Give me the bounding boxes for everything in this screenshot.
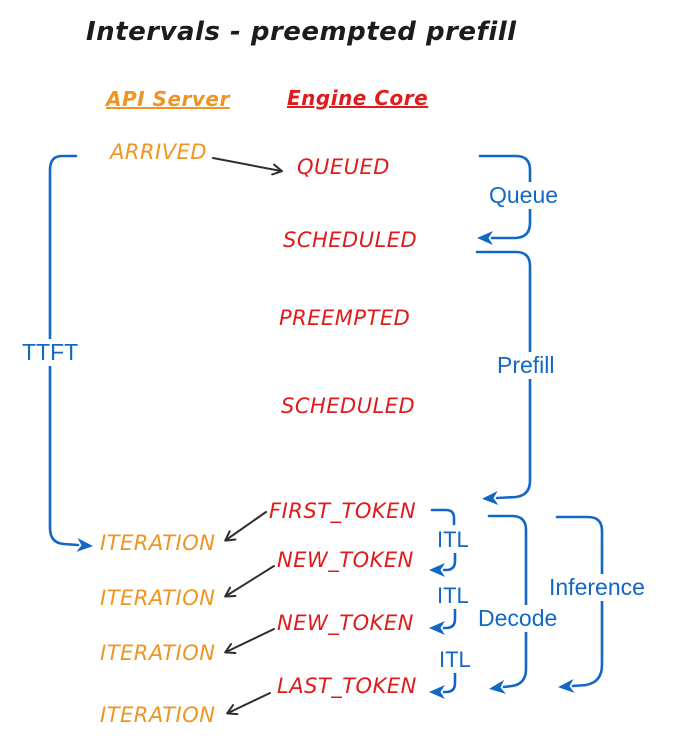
interval-itl-label-3: ITL	[435, 647, 475, 674]
arrow-arrived-queued	[212, 157, 283, 176]
interval-prefill-label: Prefill	[493, 352, 559, 380]
event-iteration-4: ITERATION	[100, 703, 216, 727]
arrow-newtoken2-iteration	[224, 628, 275, 655]
interval-itl-label-1: ITL	[433, 527, 473, 554]
event-iteration-1: ITERATION	[100, 531, 216, 555]
itl-bracket-open	[430, 508, 456, 526]
event-preempted: PREEMPTED	[279, 306, 411, 330]
itl-arrow-1	[429, 548, 457, 577]
interval-decode-label: Decode	[474, 605, 562, 633]
decode-bracket	[487, 514, 528, 694]
column-header-api-server: API Server	[106, 87, 230, 111]
arrow-firsttoken-iteration	[224, 511, 267, 542]
event-first-token: FIRST_TOKEN	[269, 499, 417, 523]
event-iteration-3: ITERATION	[100, 641, 216, 665]
inference-bracket	[555, 515, 604, 693]
itl-arrow-2	[429, 604, 457, 635]
interval-itl-label-2: ITL	[433, 583, 473, 610]
interval-queue-label: Queue	[485, 182, 563, 210]
event-queued: QUEUED	[297, 155, 390, 179]
event-last-token: LAST_TOKEN	[277, 674, 417, 698]
itl-arrow-3	[429, 668, 457, 699]
interval-ttft-label: TTFT	[18, 339, 83, 367]
arrow-lasttoken-iteration	[226, 692, 271, 716]
column-header-engine-core: Engine Core	[287, 86, 429, 110]
event-iteration-2: ITERATION	[100, 586, 216, 610]
event-new-token-1: NEW_TOKEN	[277, 548, 414, 572]
event-scheduled-1: SCHEDULED	[283, 228, 418, 252]
diagram-title: Intervals - preempted prefill	[86, 17, 517, 47]
interval-inference-label: Inference	[545, 574, 649, 602]
event-scheduled-2: SCHEDULED	[281, 394, 416, 418]
arrow-newtoken1-iteration	[224, 565, 275, 598]
event-new-token-2: NEW_TOKEN	[277, 611, 414, 635]
event-arrived: ARRIVED	[110, 140, 208, 164]
